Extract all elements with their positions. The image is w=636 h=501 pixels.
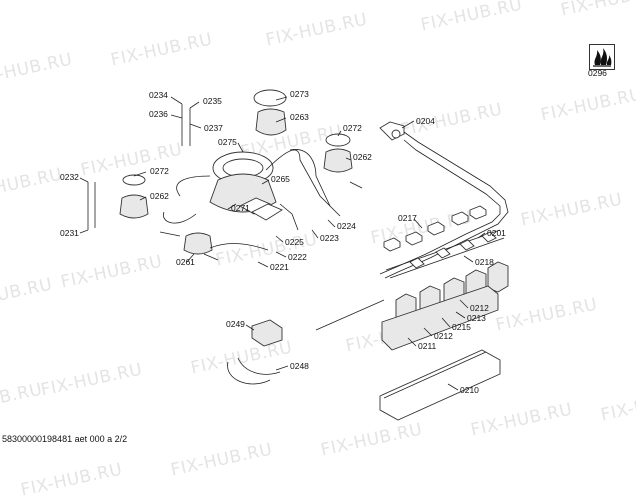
part-label-0231: 0231 xyxy=(60,228,79,238)
part-label-0261: 0261 xyxy=(176,257,195,267)
part-label-0222: 0222 xyxy=(288,252,307,262)
part-label-0204: 0204 xyxy=(416,116,435,126)
part-label-0210: 0210 xyxy=(460,385,479,395)
part-number-labels: 0234 0235 0236 0237 0273 0263 0275 0272 0262 0204… xyxy=(60,89,506,395)
part-label-0273: 0273 xyxy=(290,89,309,99)
part-label-0262: 0262 xyxy=(353,152,372,162)
part-label-0225: 0225 xyxy=(285,237,304,247)
part-label-0272: 0272 xyxy=(343,123,362,133)
part-label-0201: 0201 xyxy=(487,228,506,238)
part-label-0212: 0212 xyxy=(434,331,453,341)
part-label-0249: 0249 xyxy=(226,319,245,329)
knob-cap xyxy=(469,205,487,220)
leader-lines xyxy=(79,96,486,391)
valve-bank-part xyxy=(385,229,505,279)
drawing-footer-code: 58300000198481 aet 000 a 2/2 xyxy=(2,434,128,444)
knob-cap xyxy=(427,221,445,236)
knob-caps-row xyxy=(383,205,487,252)
part-label-0262: 0262 xyxy=(150,191,169,201)
part-label-0221: 0221 xyxy=(270,262,289,272)
base-tray-part xyxy=(379,349,501,421)
part-label-0248: 0248 xyxy=(290,361,309,371)
part-label-0212: 0212 xyxy=(470,303,489,313)
valve-part-bottom xyxy=(183,232,219,261)
logo-part-number: 0296 xyxy=(588,68,607,78)
part-label-0236: 0236 xyxy=(149,109,168,119)
part-label-0217: 0217 xyxy=(398,213,417,223)
part-label-0234: 0234 xyxy=(149,90,168,100)
knob-cap xyxy=(383,237,401,252)
watermark-text: FIX-HUB.RU xyxy=(19,459,125,501)
burner-assembly-part xyxy=(209,151,283,221)
bracket-part xyxy=(381,285,499,351)
gas-flame-icon xyxy=(593,48,612,67)
part-label-0211: 0211 xyxy=(418,341,437,351)
part-label-0232: 0232 xyxy=(60,172,79,182)
thermocouple-tubes xyxy=(159,149,341,251)
part-label-0223: 0223 xyxy=(320,233,339,243)
knob-cap xyxy=(405,231,423,246)
valve-part-top xyxy=(253,89,287,136)
part-label-0215: 0215 xyxy=(452,322,471,332)
part-label-0218: 0218 xyxy=(475,257,494,267)
part-label-0213: 0213 xyxy=(467,313,486,323)
part-label-0263: 0263 xyxy=(290,112,309,122)
part-label-0275: 0275 xyxy=(218,137,237,147)
part-label-0265: 0265 xyxy=(271,174,290,184)
ignition-module-part xyxy=(227,299,385,385)
valve-part-right xyxy=(323,133,363,189)
knob-cap xyxy=(451,211,469,226)
part-label-0237: 0237 xyxy=(204,123,223,133)
part-label-0272: 0272 xyxy=(150,166,169,176)
valve-part-left xyxy=(119,174,149,219)
part-label-0235: 0235 xyxy=(203,96,222,106)
parts-drawing: 0234 0235 0236 0237 0273 0263 0275 0272 0262 0204… xyxy=(60,89,509,421)
part-label-0271: 0271 xyxy=(231,203,250,213)
part-label-0224: 0224 xyxy=(337,221,356,231)
electrode-parts xyxy=(87,104,191,230)
gas-logo-box xyxy=(589,44,615,70)
